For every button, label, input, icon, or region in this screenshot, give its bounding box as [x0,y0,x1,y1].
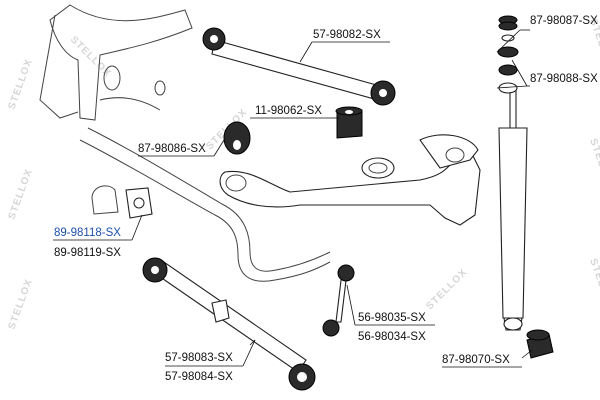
arm-bushing-upper [223,121,251,155]
label-57-98082[interactable]: 57-98082-SX [313,29,381,41]
label-56-98034[interactable]: 56-98034-SX [358,331,426,343]
watermark-center-3: STELLOX [68,34,113,79]
watermark-right-2: STELLOX [587,137,600,191]
label-87-98087[interactable]: 87-98087-SX [530,15,598,27]
watermark-left-1: STELLOX [6,57,35,111]
stabilizer-bushing [91,185,153,219]
label-57-98083[interactable]: 57-98083-SX [165,352,233,364]
label-87-98086[interactable]: 87-98086-SX [138,143,206,155]
knuckle-bushing [335,106,363,139]
shock-mount-lower [498,64,518,94]
upper-control-arm [202,27,396,106]
watermark-left-3: STELLOX [6,277,35,331]
subframe [39,4,193,121]
shock-absorber [498,89,528,331]
label-89-98118[interactable]: 89-98118-SX [54,227,121,239]
watermark-center-2: STELLOX [424,267,469,312]
shock-lower-bushing [526,329,554,359]
label-87-98070[interactable]: 87-98070-SX [442,354,510,366]
label-87-98088[interactable]: 87-98088-SX [530,73,598,85]
label-57-98084[interactable]: 57-98084-SX [165,371,233,383]
lower-control-arm [142,257,316,391]
shock-mount-top [497,15,519,58]
trailing-arm-and-knuckle [219,134,481,226]
stabilizer-link [322,264,355,337]
watermark-left-2: STELLOX [6,167,35,221]
watermark-right-3: STELLOX [587,257,600,311]
leader-lines [53,29,533,368]
label-11-98062[interactable]: 11-98062-SX [255,105,322,117]
part-labels: 57-98082-SX 87-98087-SX 87-98088-SX 11-9… [54,15,598,383]
anti-roll-bar [79,127,331,282]
label-56-98035[interactable]: 56-98035-SX [358,312,426,324]
label-89-98119[interactable]: 89-98119-SX [54,247,121,259]
